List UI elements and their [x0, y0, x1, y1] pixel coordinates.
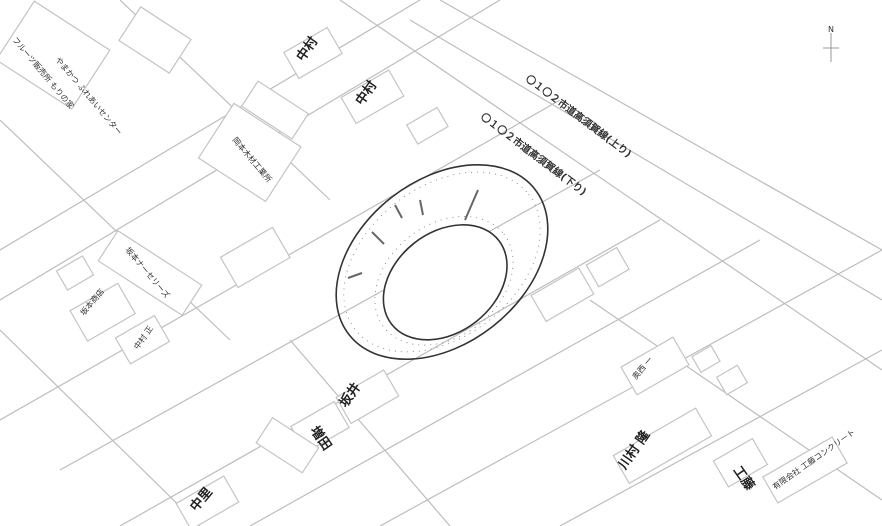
road-label: 〇１〇２市道高須賀線(上り)	[523, 72, 634, 160]
building-outlines	[0, 0, 848, 526]
stadium	[335, 163, 549, 361]
north-arrow-icon: N	[823, 25, 839, 62]
road-label: 〇１〇２市道高須賀線(下り)	[478, 110, 589, 198]
north-label: N	[828, 25, 834, 34]
stadium-seating-blocks	[347, 189, 479, 279]
